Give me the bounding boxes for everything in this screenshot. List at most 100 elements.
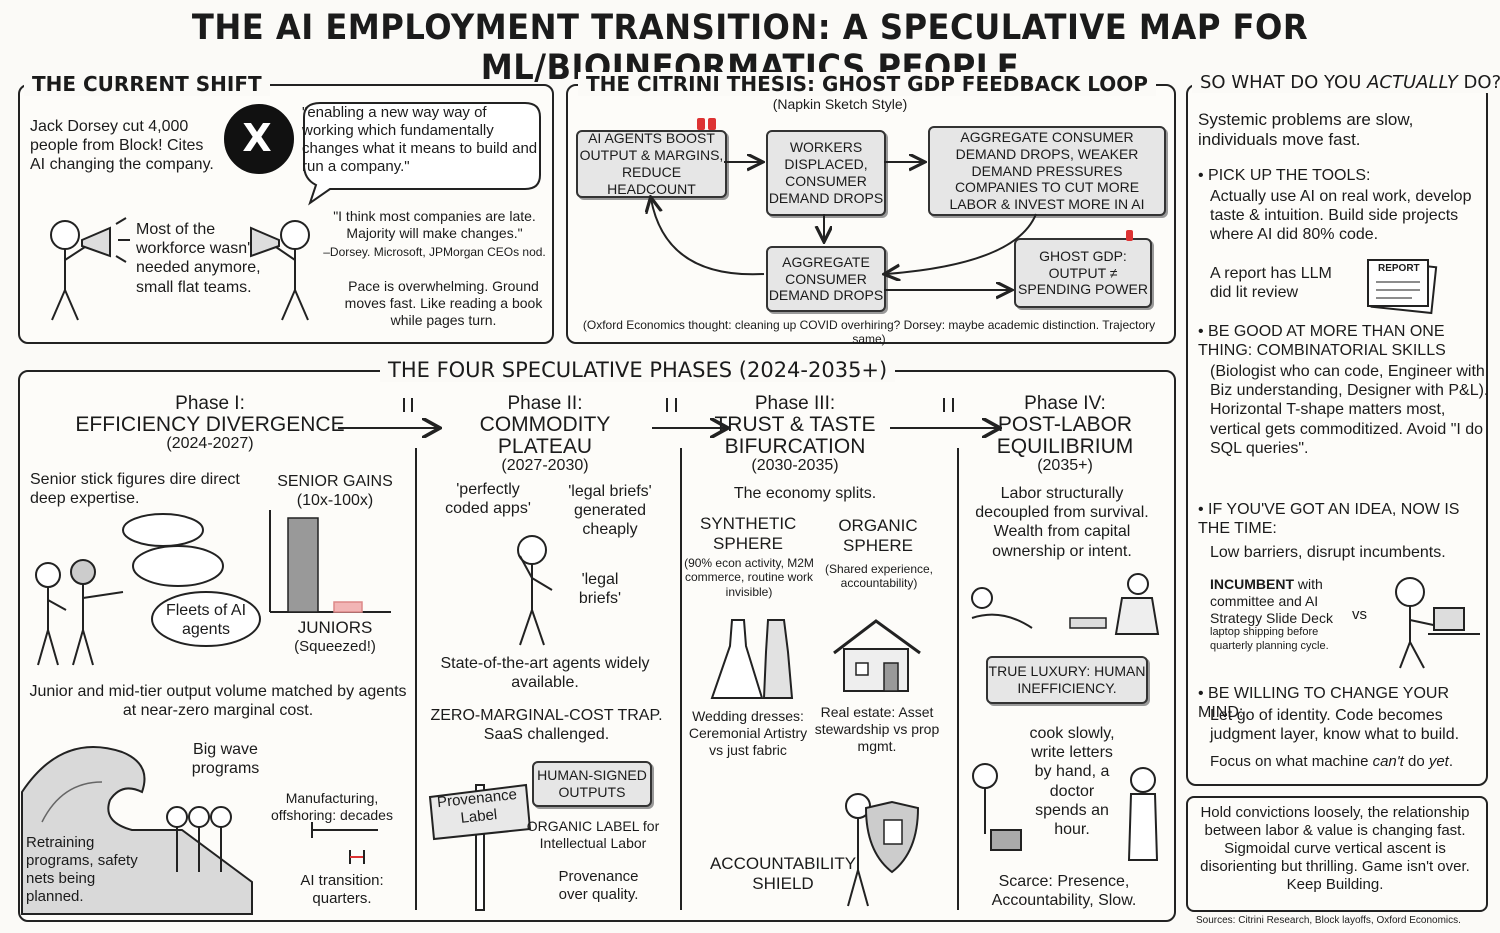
focus-mid: do: [1403, 753, 1429, 770]
phase3-name: Phase III:: [754, 393, 836, 414]
bullet2-heading: • BE GOOD AT MORE THAN ONE THING: COMBIN…: [1198, 323, 1446, 360]
closing-panel: [1186, 796, 1488, 912]
laptop-founder-illustration: [1395, 577, 1480, 669]
phase-separator-1: [415, 448, 417, 910]
focus-pre: Focus on what machine: [1210, 753, 1373, 770]
phase1-name: Phase I:: [175, 393, 245, 414]
pace-text: Pace is overwhelming. Ground moves fast.…: [344, 278, 543, 328]
provenance-quality-text: Provenance over quality.: [558, 868, 639, 903]
phases-title: THE FOUR SPECULATIVE PHASES (2024-2035+): [380, 358, 896, 382]
true-luxury-box: TRUE LUXURY: HUMAN INEFFICIENCY.: [986, 656, 1148, 704]
senior-figures-illustration: [35, 513, 224, 666]
human-signed-box: HUMAN-SIGNED OUTPUTS: [532, 761, 652, 807]
stick-figure-megaphone-left: [50, 217, 130, 321]
ai-transition-text: AI transition: quarters.: [300, 872, 384, 907]
focus-post: .: [1448, 753, 1454, 770]
phase4-name: Phase IV:: [1024, 393, 1106, 414]
confused-figure-illustration: [517, 535, 553, 646]
phase3-title: TRUST & TASTE BIFURCATION: [714, 412, 876, 458]
legal-briefs-quote: 'legal briefs' generated cheaply: [568, 483, 652, 539]
phase4-title: POST-LABOR EQUILIBRIUM: [996, 412, 1134, 458]
closing-text: Hold convictions loosely, the relationsh…: [1200, 804, 1470, 893]
citrini-subtitle: (Napkin Sketch Style): [772, 96, 908, 112]
right-intro: Systemic problems are slow, individuals …: [1198, 110, 1414, 150]
dorsey-quote-2: "I think most companies are late. Majori…: [333, 208, 536, 241]
bullet4-text: Let go of identity. Code becomes judgmen…: [1210, 707, 1460, 744]
real-estate-text: Real estate: Asset stewardship vs prop m…: [814, 704, 940, 754]
dorsey-intro: Jack Dorsey cut 4,000 people from Block!…: [30, 118, 214, 174]
actually-title-pre: SO WHAT DO YOU: [1200, 72, 1368, 93]
incumbent-label: INCUMBENT: [1210, 576, 1294, 592]
bullet4-heading: • BE WILLING TO CHANGE YOUR MIND:: [1198, 685, 1449, 722]
bullet1-text: Actually use AI on real work, develop ta…: [1210, 188, 1472, 244]
phase1-title: EFFICIENCY DIVERGENCE: [75, 412, 345, 436]
organic-sphere: ORGANIC SPHERE: [838, 516, 918, 556]
stick-figure-megaphone-right: [250, 220, 310, 321]
sources-text: Sources: Citrini Research, Block layoffs…: [1196, 915, 1461, 926]
vs-label: vs: [1352, 606, 1367, 623]
red-pin-icon: [697, 118, 705, 130]
gains-bar-chart: [269, 510, 391, 613]
wedding-dress-icon: [710, 619, 794, 699]
phase-separator-3: [957, 448, 959, 910]
phase3-years: (2030-2035): [751, 457, 839, 475]
cooking-doctor-illustration: [972, 763, 1159, 861]
bullet3-text: Low barriers, disrupt incumbents.: [1210, 544, 1446, 561]
actually-title-em: ACTUALLY: [1367, 72, 1458, 93]
big-wave-text: Big wave programs: [191, 741, 260, 778]
x-logo-icon: X: [242, 116, 272, 160]
actually-do-title: SO WHAT DO YOU ACTUALLY DO?: [1192, 72, 1500, 93]
dorsey-nod: –Dorsey. Microsoft, JPMorgan CEOs nod.: [323, 245, 546, 259]
red-pin-icon-2: [708, 118, 716, 130]
wedding-dresses-text: Wedding dresses: Ceremonial Artistry vs …: [688, 708, 808, 758]
phase4-years: (2035+): [1037, 457, 1093, 475]
provenance-sign-illustration: [428, 783, 532, 911]
economy-splits: The economy splits.: [733, 485, 877, 502]
manufacturing-text: Manufacturing, offshoring: decades: [271, 790, 393, 823]
citrini-title: THE CITRINI THESIS: GHOST GDP FEEDBACK L…: [578, 72, 1156, 96]
speech-bubble-1: [303, 102, 541, 206]
synthetic-desc: (90% econ activity, M2M commerce, routin…: [684, 556, 814, 599]
organic-label-text: ORGANIC LABEL for Intellectual Labor: [526, 818, 660, 851]
fleets-text: Fleets of AI agents: [165, 602, 247, 639]
phase1-years: (2024-2027): [166, 434, 254, 452]
sota-text: State-of-the-art agents widely available…: [440, 655, 650, 692]
main-title: THE AI EMPLOYMENT TRANSITION: A SPECULAT…: [191, 8, 1309, 88]
loop-box-ghost-gdp: GHOST GDP: OUTPUT ≠ SPENDING POWER: [1014, 238, 1152, 308]
phase4-header: Phase IV: POST-LABOR EQUILIBRIUM (2035+): [980, 394, 1150, 475]
phase2-name: Phase II:: [507, 393, 583, 414]
focus-em: can't: [1372, 753, 1404, 770]
accountability-shield-figure: [845, 793, 920, 907]
phase-separator-2: [680, 448, 682, 910]
report-text: A report has LLM did lit review: [1210, 265, 1332, 302]
legal-briefs-quote-2: 'legal briefs': [578, 571, 622, 608]
bullet2-text: (Biologist who can code, Engineer with B…: [1210, 363, 1489, 457]
dorsey-quote-1: "enabling a new way way of working which…: [302, 104, 538, 175]
house-icon: [833, 619, 921, 692]
current-shift-title: THE CURRENT SHIFT: [24, 72, 270, 96]
incumbent-small: laptop shipping before quarterly plannin…: [1210, 626, 1329, 652]
junior-text: Junior and mid-tier output volume matche…: [29, 683, 407, 720]
squeezed-label: (Squeezed!): [294, 638, 376, 655]
leisure-illustration: [971, 573, 1160, 635]
accountability-shield-text: ACCOUNTABILITY SHIELD: [709, 854, 857, 894]
perfectly-coded-quote: 'perfectly coded apps': [445, 481, 531, 518]
phase2-header: Phase II: COMMODITY PLATEAU (2027-2030): [430, 394, 660, 475]
phase2-title: COMMODITY PLATEAU: [479, 412, 611, 458]
scarce-text: Scarce: Presence, Accountability, Slow.: [991, 873, 1137, 910]
synthetic-sphere: SYNTHETIC SPHERE: [700, 514, 797, 554]
labor-decoupled-text: Labor structurally decoupled from surviv…: [975, 485, 1149, 560]
red-pin-icon-3: [1126, 230, 1133, 241]
timeline-scale: [311, 822, 378, 864]
incumbent-rest: with committee and AI Strategy Slide Dec…: [1210, 576, 1333, 626]
loop-box-workers-displaced: WORKERS DISPLACED, CONSUMER DEMAND DROPS: [766, 130, 886, 216]
phase3-header: Phase III: TRUST & TASTE BIFURCATION (20…: [700, 394, 890, 475]
citrini-note: (Oxford Economics thought: cleaning up C…: [582, 318, 1156, 347]
zero-marginal-trap: ZERO-MARGINAL-COST TRAP. SaaS challenged…: [430, 707, 663, 744]
organic-desc: (Shared experience, accountability): [824, 562, 934, 591]
x-logo-circle: [224, 104, 294, 174]
phase2-years: (2027-2030): [501, 457, 589, 475]
senior-text: Senior stick figures dire direct deep ex…: [30, 471, 240, 508]
workforce-text: Most of the workforce wasn't needed anym…: [136, 221, 261, 296]
